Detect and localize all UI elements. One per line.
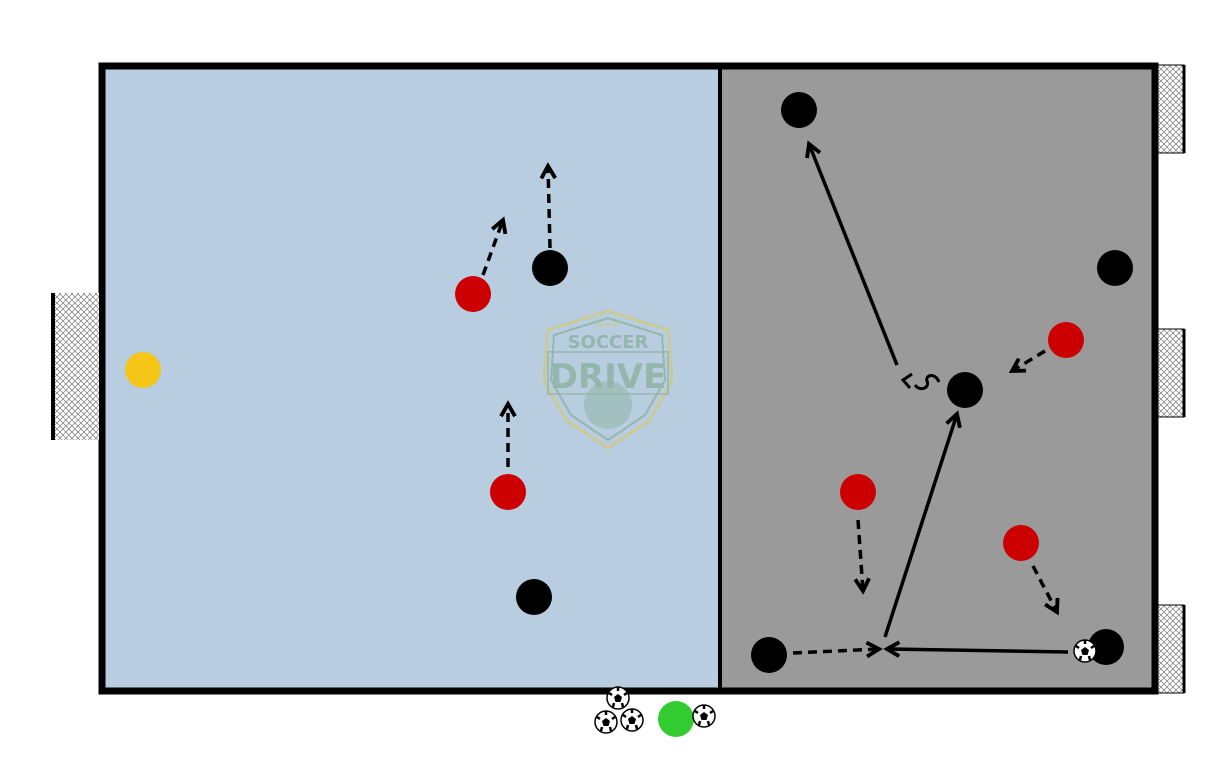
soccer-drive-logo: ★★★ SOCCER DRIVE	[542, 309, 674, 450]
black-player	[1097, 250, 1133, 286]
dribble-chevron	[900, 372, 913, 389]
black-player	[947, 372, 983, 408]
field-border	[98, 62, 1159, 695]
red-player	[455, 276, 491, 312]
black-player	[516, 579, 552, 615]
soccer-ball-icon	[620, 708, 644, 732]
run-arrow	[1012, 349, 1046, 371]
run-arrow	[481, 220, 503, 276]
logo-top-text: SOCCER	[568, 332, 649, 353]
pass-arrow	[809, 144, 899, 366]
pass-arrow	[887, 649, 1069, 652]
run-arrow	[858, 519, 863, 591]
soccer-balls	[594, 639, 1097, 734]
run-arrow	[548, 166, 550, 249]
pass-arrow	[883, 414, 957, 638]
black-player	[532, 250, 568, 286]
coach	[658, 701, 694, 737]
red-player	[840, 474, 876, 510]
black-player	[781, 92, 817, 128]
right-goal-top	[1157, 64, 1186, 154]
left-goal	[51, 293, 99, 440]
logo-main-text: DRIVE	[550, 357, 667, 397]
soccer-ball-icon	[594, 710, 618, 734]
soccer-ball-icon	[1073, 639, 1097, 663]
black-player	[751, 637, 787, 673]
red-player	[490, 474, 526, 510]
dribble-squiggle	[913, 374, 941, 391]
run-arrow	[1031, 565, 1057, 612]
movement-arrows	[481, 144, 1069, 653]
left-zone	[102, 66, 720, 691]
red-player	[1003, 525, 1039, 561]
right-goal-middle	[1157, 328, 1186, 418]
soccer-ball-icon	[692, 704, 716, 728]
right-goal-bottom	[1157, 604, 1186, 694]
red-player	[1048, 322, 1084, 358]
soccer-ball-icon	[606, 686, 630, 710]
black-player	[1088, 629, 1124, 665]
players	[125, 92, 1133, 737]
logo-stars: ★★★	[596, 320, 620, 330]
goalkeeper	[125, 352, 161, 388]
